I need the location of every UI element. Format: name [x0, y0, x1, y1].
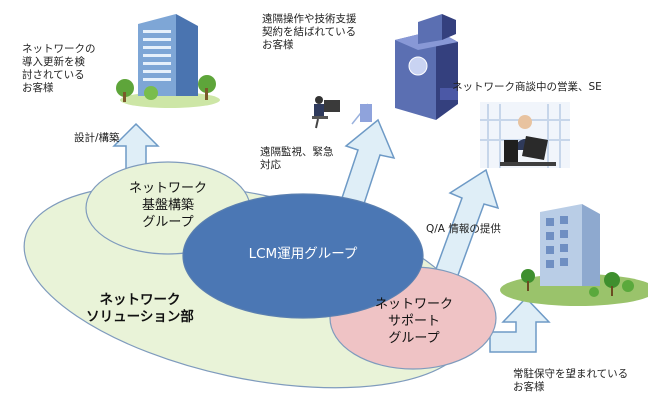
customer-onsite-maintenance-label: 常駐保守を望まれている お客様 — [513, 368, 629, 393]
remote-monitoring-label: 遠隔監視、緊急 対応 — [260, 146, 334, 171]
support-group-label: ネットワーク サポート グループ — [374, 297, 453, 346]
arrow-to-onsite-customer — [489, 296, 551, 353]
customer-remote-support-label: 遠隔操作や技術支援 契約を結ばれている お客様 — [262, 13, 357, 51]
office-building-icon — [116, 14, 220, 108]
network-solution-dept-label: ネットワーク ソリューション部 — [86, 292, 194, 325]
infrastructure-group-label: ネットワーク 基盤構築 グループ — [128, 181, 207, 230]
lcm-group-ellipse — [182, 193, 424, 319]
office-building-trees-icon — [500, 204, 648, 306]
customer-network-upgrade-label: ネットワークの 導入更新を検 討されている お客様 — [22, 43, 96, 94]
design-build-label: 設計/構築 — [74, 132, 120, 144]
operator-at-pc-icon — [312, 96, 340, 129]
server-datacenter-icon — [351, 14, 458, 125]
sales-person-laptop-icon — [480, 102, 570, 168]
qa-info-label: Q/A 情報の提供 — [426, 223, 501, 235]
sales-se-label: ネットワーク商談中の営業、SE — [452, 81, 602, 93]
arrow-to-sales-se — [431, 168, 500, 287]
lcm-group-label: LCM運用グループ — [248, 246, 358, 262]
